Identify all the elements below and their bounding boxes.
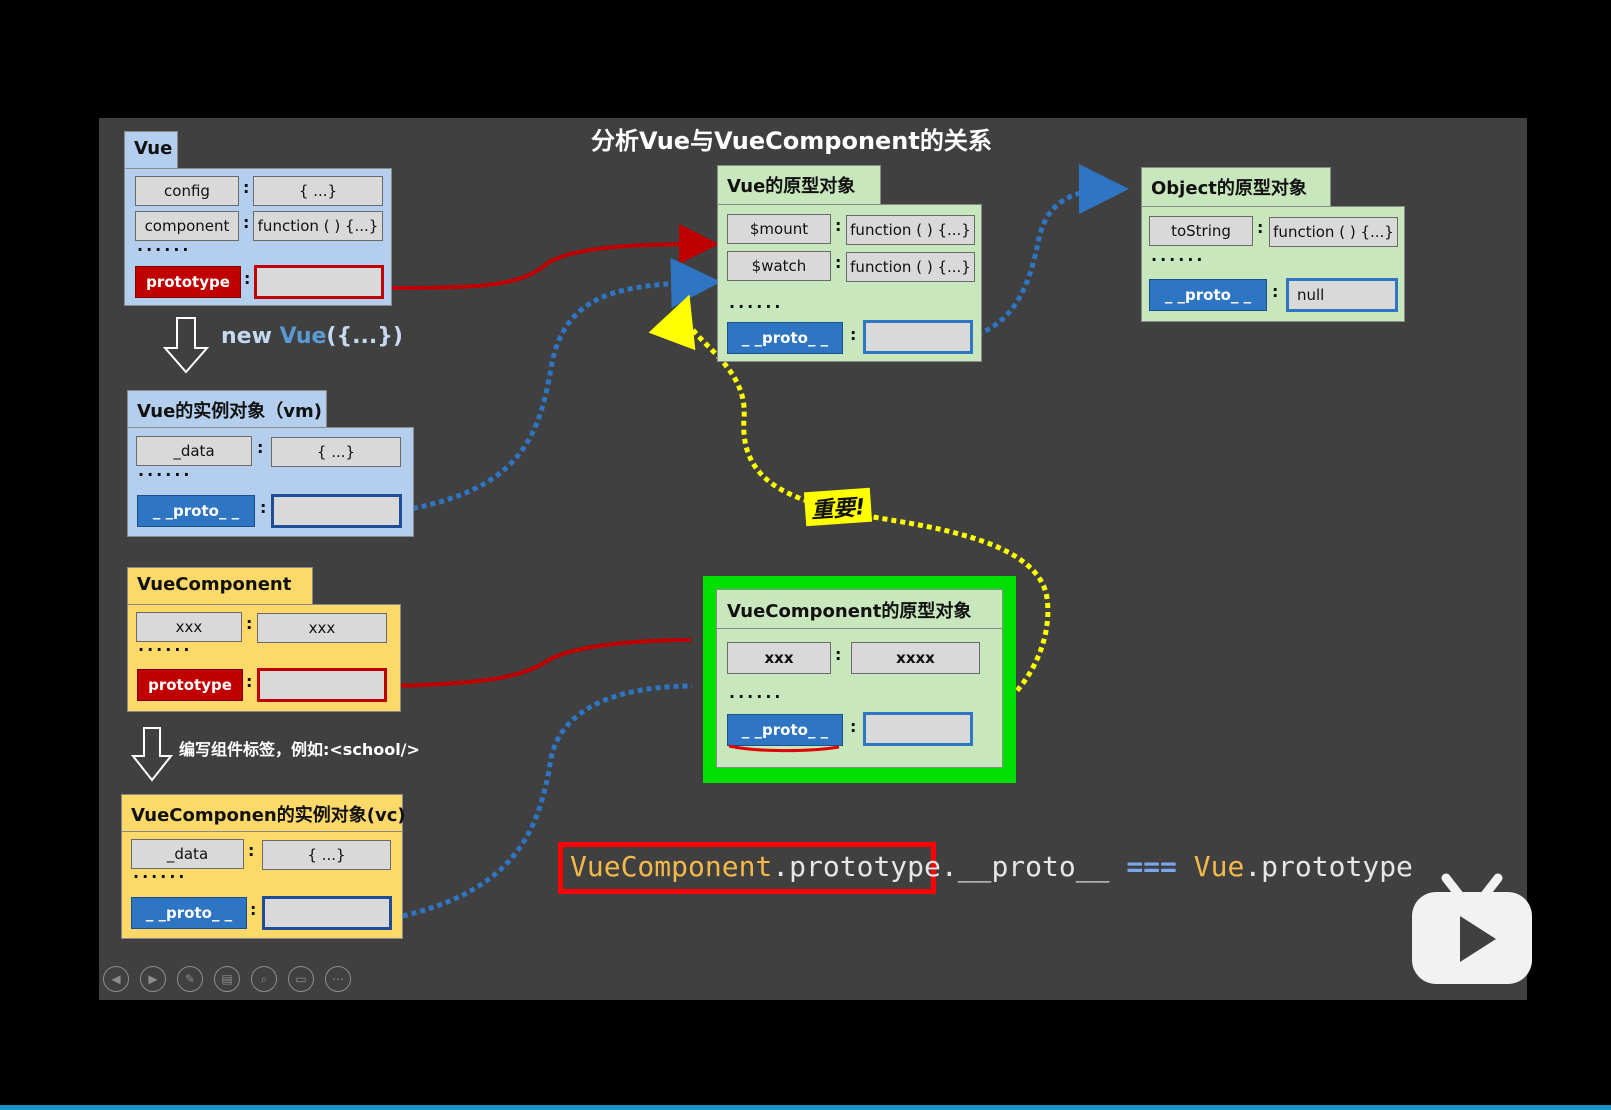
vue-proto-val-watch: function ( ) {...} (846, 252, 975, 282)
pages-icon[interactable]: ▤ (214, 966, 240, 992)
vc-proto-dots: ...... (729, 683, 784, 702)
vc-proto-link (393, 683, 693, 921)
vc-proto-proto-label: _ _proto_ _ (727, 714, 843, 746)
next-icon[interactable]: ▶ (140, 966, 166, 992)
vc-proto-proto-pointer (863, 712, 973, 746)
vue-proto-val-mount: function ( ) {...} (846, 215, 975, 245)
vue-proto-proto-pointer (863, 320, 973, 354)
vc-proto-obj-tab: VueComponent的原型对象 (727, 601, 972, 622)
vc-proto-pointer (262, 896, 392, 930)
vuecomponent-tab: VueComponent (127, 567, 313, 605)
play-logo-icon (1412, 873, 1532, 984)
vc-proto-val: xxxx (851, 642, 980, 674)
colon: : (1272, 282, 1279, 301)
vc-tab: VueComponen的实例对象(vc) (121, 794, 406, 832)
zoom-icon[interactable]: ⌕ (251, 966, 277, 992)
colon: : (248, 841, 255, 860)
new-vue-label: new Vue({...}) (221, 324, 403, 349)
vuecomponent-val: xxx (257, 613, 387, 643)
vue-key-component: component (135, 211, 239, 241)
vue-prototype-pointer (254, 265, 384, 299)
slide: 分析Vue与VueComponent的关系 Vue config : { ...… (99, 118, 1527, 1000)
colon: : (257, 438, 264, 457)
down-arrow-icon (131, 727, 174, 782)
vue-val-config: { ...} (253, 176, 383, 206)
vue-proto-proto-label: _ _proto_ _ (727, 322, 843, 354)
vm-dots: ...... (138, 461, 193, 480)
formula-highlight-box (558, 842, 936, 894)
slide-title: 分析Vue与VueComponent的关系 (591, 127, 992, 155)
red-underline (728, 744, 840, 753)
formula: VueComponent.prototype.__proto__ === Vue… (570, 850, 1413, 883)
vue-proto-object-link (959, 164, 1129, 343)
vuecomponent-prototype-label: prototype (137, 669, 243, 701)
colon: : (835, 216, 842, 235)
vue-val-component: function ( ) {...} (253, 211, 383, 241)
colon: : (835, 645, 842, 664)
screen-icon[interactable]: ▭ (288, 966, 314, 992)
colon: : (1257, 218, 1264, 237)
colon: : (250, 900, 257, 919)
vue-proto-key-watch: $watch (727, 251, 831, 281)
vc-prototype-link (388, 638, 692, 688)
vue-proto-obj-tab: Vue的原型对象 (717, 165, 881, 205)
vm-val-data: { ...} (271, 437, 401, 467)
colon: : (850, 717, 857, 736)
vm-proto-label: _ _proto_ _ (137, 495, 255, 527)
vue-key-config: config (135, 176, 239, 206)
vm-proto-pointer (271, 494, 402, 528)
prev-icon[interactable]: ◀ (103, 966, 129, 992)
object-proto-val-tostring: function ( ) {...} (1269, 217, 1398, 247)
vm-key-data: _data (136, 436, 252, 466)
vc-dots: ...... (133, 863, 188, 882)
object-proto-dots: ...... (1151, 246, 1206, 265)
object-proto-null-value: null (1286, 278, 1398, 312)
vm-proto-link (403, 257, 721, 513)
vue-proto-key-mount: $mount (727, 214, 831, 244)
pen-icon[interactable]: ✎ (177, 966, 203, 992)
vue-prototype-link (388, 224, 719, 290)
vue-tab: Vue (124, 131, 178, 169)
colon: : (243, 213, 250, 232)
write-tag-label: 编写组件标签，例如:<school/> (179, 740, 420, 759)
colon: : (246, 672, 253, 691)
important-link (648, 294, 1051, 731)
down-arrow-icon (163, 317, 210, 374)
colon: : (243, 178, 250, 197)
slideshow-controls: ◀ ▶ ✎ ▤ ⌕ ▭ ⋯ (103, 966, 351, 992)
vc-key-data: _data (131, 839, 244, 869)
vc-proto-label: _ _proto_ _ (131, 897, 247, 929)
more-icon[interactable]: ⋯ (325, 966, 351, 992)
vm-tab: Vue的实例对象（vm) (127, 390, 327, 428)
object-proto-key-tostring: toString (1149, 216, 1253, 246)
connector-lines (388, 164, 1129, 921)
vc-val-data: { ...} (262, 840, 391, 870)
colon: : (260, 498, 267, 517)
vc-proto-key: xxx (727, 642, 831, 674)
object-proto-proto-label: _ _proto_ _ (1149, 279, 1267, 311)
colon: : (244, 269, 251, 288)
vue-prototype-label: prototype (135, 266, 241, 298)
vue-proto-dots: ...... (729, 293, 784, 312)
vuecomponent-dots: ...... (138, 636, 193, 655)
vuecomponent-key: xxx (136, 612, 242, 642)
colon: : (835, 253, 842, 272)
vue-dots: ...... (137, 236, 192, 255)
colon: : (850, 325, 857, 344)
colon: : (246, 614, 253, 633)
vuecomponent-prototype-pointer (257, 668, 387, 702)
important-label: 重要! (803, 487, 873, 527)
object-proto-obj-tab: Object的原型对象 (1141, 167, 1331, 207)
progress-bar (0, 1105, 1611, 1110)
